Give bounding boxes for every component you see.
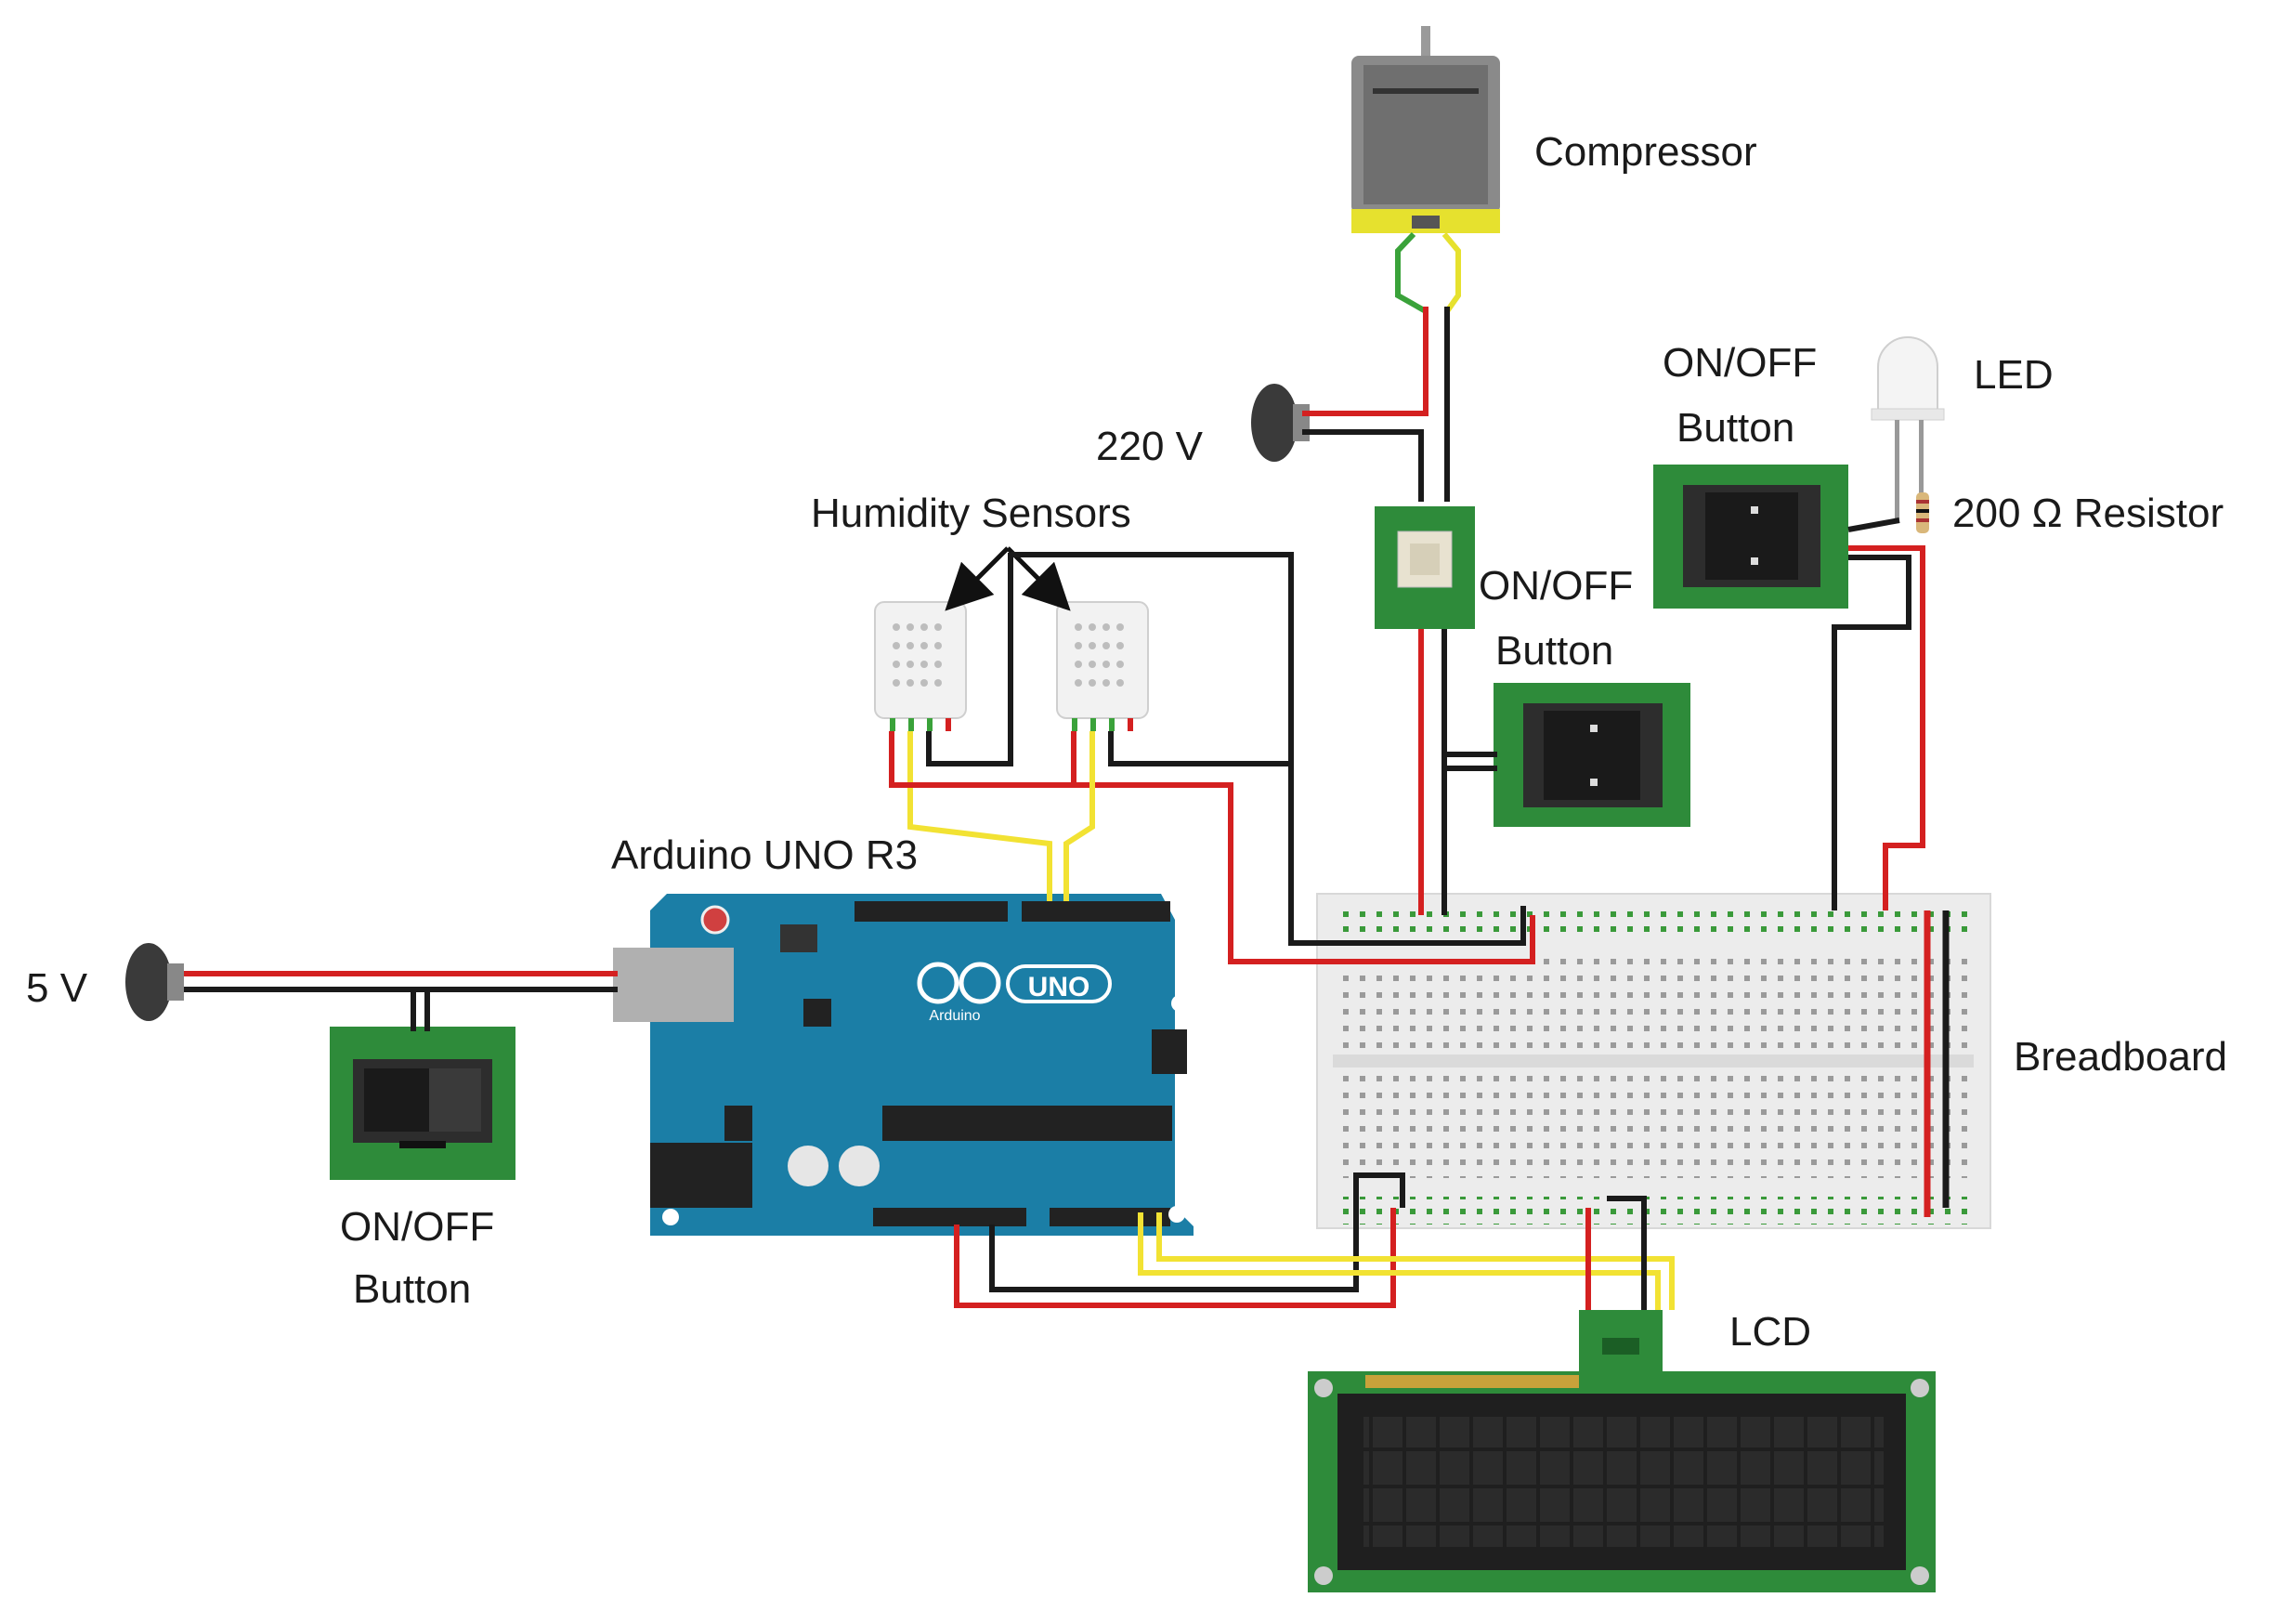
label-resistor: 200 Ω Resistor: [1952, 491, 2224, 536]
relay-module: [1375, 506, 1475, 629]
label-5v: 5 V: [26, 965, 88, 1011]
label-compressor: Compressor: [1534, 129, 1757, 175]
arduino-brand-text: Arduino: [929, 1008, 980, 1024]
label-arduino: Arduino UNO R3: [611, 832, 918, 878]
arduino-logo-text: UNO: [1028, 972, 1090, 1002]
resistor-200-ohm: [1916, 492, 1929, 533]
lcd-display: [1308, 1310, 1936, 1592]
labels: Compressor 220 V Humidity Sensors LED ON…: [26, 129, 2227, 1355]
label-220v: 220 V: [1096, 424, 1204, 469]
wires: [184, 231, 1950, 1310]
led: [1871, 336, 1945, 522]
power-220v-plug: [1251, 384, 1310, 462]
label-onoff-right-2: Button: [1676, 405, 1794, 451]
label-lcd: LCD: [1729, 1309, 1811, 1355]
label-led: LED: [1974, 352, 2054, 398]
onoff-button-left: [330, 1027, 515, 1180]
label-onoff-left-2: Button: [353, 1266, 471, 1312]
onoff-button-right: [1653, 465, 1848, 609]
compressor: [1351, 26, 1500, 233]
humidity-sensor-2: [1056, 601, 1149, 731]
humidity-sensor-1: [874, 601, 967, 731]
arduino-uno-board: UNO Arduino: [613, 894, 1194, 1236]
label-onoff-left-1: ON/OFF: [340, 1204, 494, 1250]
power-5v-plug: [125, 943, 184, 1021]
label-onoff-middle-2: Button: [1495, 628, 1613, 674]
onoff-button-middle: [1494, 683, 1690, 827]
arduino-logo: UNO Arduino: [917, 962, 1112, 1024]
label-onoff-middle-1: ON/OFF: [1479, 563, 1633, 609]
label-onoff-right-1: ON/OFF: [1663, 340, 1817, 386]
breadboard: [1316, 893, 1991, 1229]
label-breadboard: Breadboard: [2014, 1034, 2227, 1080]
label-humidity-sensors: Humidity Sensors: [811, 491, 1131, 536]
